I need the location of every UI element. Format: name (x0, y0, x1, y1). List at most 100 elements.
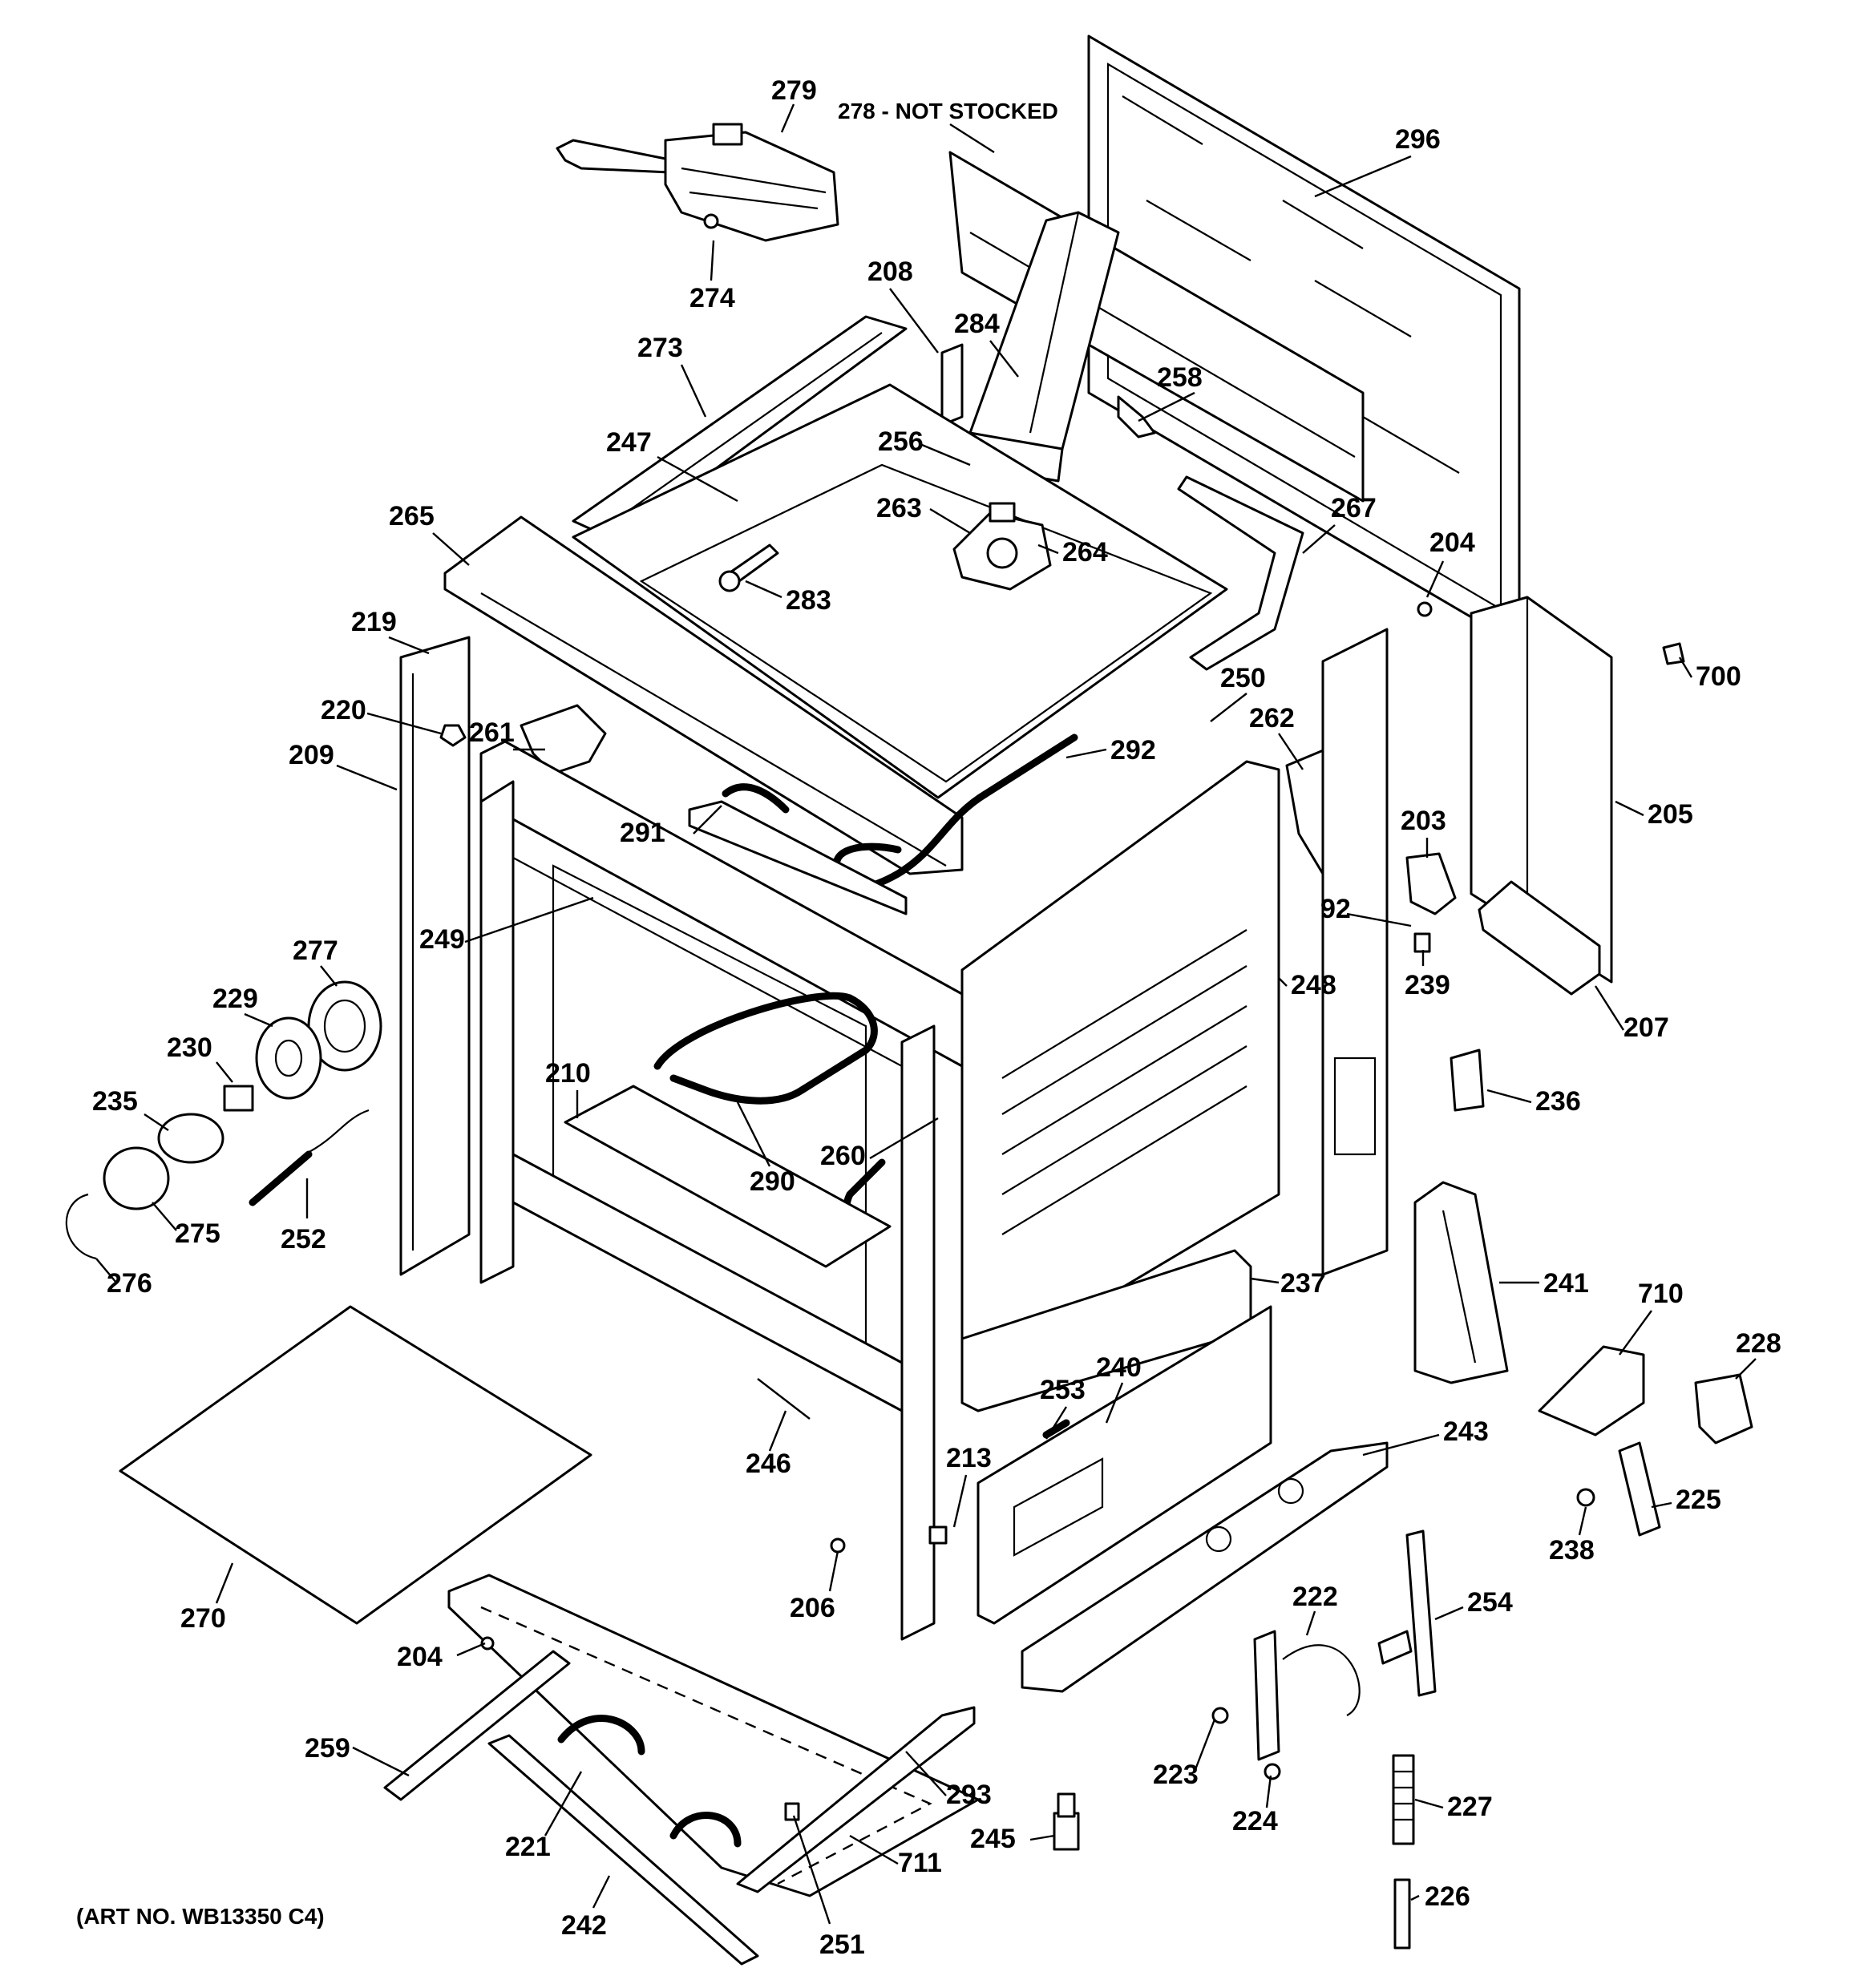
leader-line (693, 805, 722, 834)
callout-249: 249 (419, 924, 465, 955)
leader-line (989, 340, 1019, 378)
part-240-kick-panel (976, 1305, 1272, 1625)
leader-line (949, 123, 995, 154)
part-283-bolt (718, 543, 779, 592)
part-220-nut (439, 724, 467, 747)
part-238-screw (1576, 1488, 1595, 1507)
callout-250: 250 (1220, 663, 1266, 693)
callout-228: 228 (1736, 1328, 1781, 1359)
part-221-drawer-element (557, 1715, 742, 1848)
part-251-clip (784, 1802, 800, 1821)
callout-230: 230 (167, 1032, 212, 1063)
callout-225: 225 (1676, 1485, 1721, 1515)
leader-line (1105, 1382, 1124, 1424)
part-279-hinge-assembly (556, 123, 839, 242)
part-226-link (1393, 1878, 1411, 1950)
callout-293: 293 (946, 1780, 992, 1810)
leader-line (1651, 1501, 1672, 1509)
leader-line (1314, 155, 1412, 198)
leader-line (1594, 985, 1625, 1031)
leader-line (1265, 1775, 1272, 1808)
part-252-sensor (249, 1109, 370, 1206)
callout-92: 92 (1320, 894, 1351, 924)
callout-273: 273 (637, 333, 683, 363)
leader-line (1425, 560, 1445, 598)
leader-line (144, 1113, 169, 1131)
part-275-lens (103, 1146, 170, 1210)
leader-line (1619, 1310, 1652, 1356)
leader-line (464, 896, 594, 943)
leader-line (1678, 657, 1693, 678)
leader-line (828, 1550, 839, 1592)
callout-222: 222 (1292, 1582, 1338, 1612)
part-227-hinge-spring (1392, 1754, 1415, 1845)
callout-213: 213 (946, 1443, 992, 1473)
leader-line (152, 1202, 177, 1231)
part-242-rail (487, 1734, 759, 1966)
leader-line (952, 1474, 968, 1528)
callout-256: 256 (878, 426, 924, 457)
leader-line (215, 1562, 234, 1604)
part-222-hinge-receiver (1253, 1630, 1361, 1761)
callout-262: 262 (1249, 703, 1295, 733)
part-265-front-rail (443, 515, 964, 875)
callout-291: 291 (620, 818, 665, 848)
part-267-side-rail (1177, 475, 1304, 671)
part-259-drawer-slide (383, 1650, 571, 1801)
part-204-screw-upper (1417, 601, 1433, 617)
leader-line (889, 288, 939, 354)
callout-710: 710 (1638, 1279, 1684, 1309)
part-241-leg-bracket (1413, 1181, 1509, 1384)
callout-260: 260 (820, 1141, 866, 1171)
callout-276: 276 (107, 1268, 152, 1299)
leader-line (544, 1771, 583, 1836)
callout-252: 252 (281, 1224, 326, 1255)
callout-263: 263 (876, 493, 922, 523)
leader-line (849, 1834, 899, 1865)
callout-700: 700 (1696, 661, 1741, 692)
leader-line (929, 507, 971, 535)
part-700-clip (1662, 642, 1685, 665)
leader-line (1278, 977, 1288, 987)
callout-292: 292 (1110, 735, 1156, 766)
leader-line (1362, 1433, 1440, 1457)
callout-241: 241 (1543, 1268, 1589, 1299)
callout-229: 229 (212, 984, 258, 1014)
leader-line (869, 1117, 939, 1160)
leader-line (1278, 733, 1304, 770)
part-203-terminal-block (1405, 852, 1457, 953)
callout-223: 223 (1153, 1760, 1199, 1790)
part-291-bracket (688, 800, 908, 915)
leader-line (1037, 543, 1059, 555)
part-290-bake-element (653, 992, 878, 1105)
leader-line (432, 532, 470, 566)
leader-line (1434, 1606, 1464, 1621)
leader-line (768, 1410, 787, 1452)
part-249-oven-body (479, 740, 964, 1641)
leader-line (366, 712, 442, 735)
leader-line (456, 1642, 486, 1657)
callout-267: 267 (1331, 493, 1377, 523)
leader-line (1735, 1358, 1757, 1380)
leader-line (1615, 800, 1644, 817)
part-258-clip (1117, 395, 1156, 438)
leader-line (1414, 1798, 1444, 1809)
leader-line (244, 1012, 273, 1028)
leader-line (657, 455, 738, 503)
leader-line (745, 580, 782, 599)
leader-line (336, 764, 398, 791)
callout-leader-lines (95, 103, 1757, 1925)
callout-204-lower: 204 (397, 1642, 443, 1672)
callout-284: 284 (954, 309, 1000, 339)
callout-296: 296 (1395, 124, 1441, 155)
callout-264: 264 (1062, 537, 1108, 568)
part-261-insulation (520, 704, 607, 775)
leader-line (921, 443, 971, 467)
part-264-duct-plate (952, 502, 1052, 591)
part-710-bracket (1538, 1345, 1645, 1436)
callout-208: 208 (867, 257, 913, 287)
callout-279: 279 (771, 75, 817, 106)
leader-line (1250, 1277, 1280, 1284)
leader-line (216, 1061, 233, 1083)
leader-line (1029, 1834, 1055, 1841)
